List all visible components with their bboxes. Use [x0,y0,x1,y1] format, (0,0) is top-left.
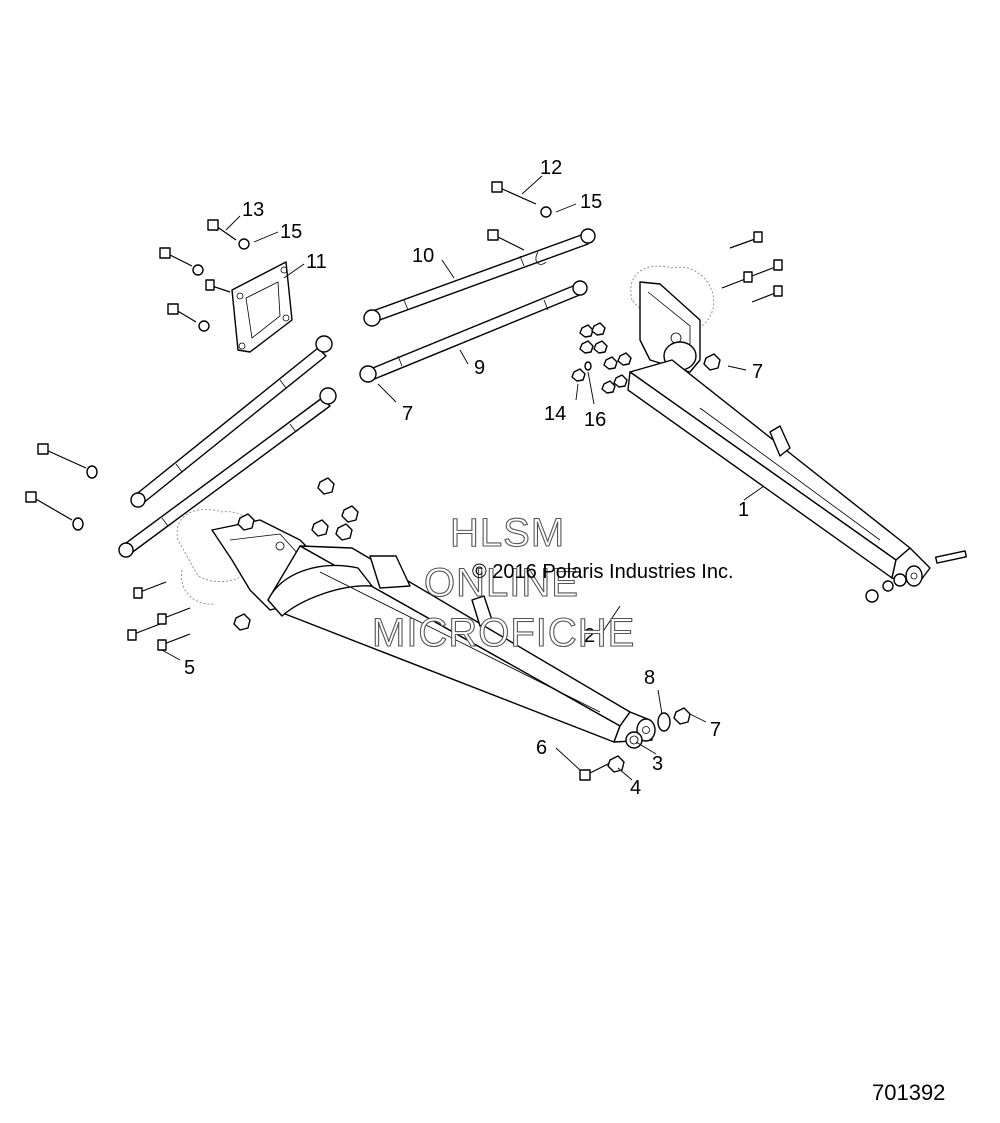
control-rod-left-lower [118,387,337,558]
hardware-part2 [127,477,691,781]
callout-11: 11 [306,251,327,273]
callout-2: 2 [584,625,595,647]
callouts: 1 2 3 4 5 6 7 7 7 8 9 10 11 12 13 14 15 … [184,157,763,799]
trailing-arm-left [176,509,656,743]
callout-15-top: 15 [580,191,602,213]
mount-bracket [159,219,293,353]
callout-6: 6 [536,737,547,759]
callout-7-rod: 7 [402,403,413,425]
control-rod-left-upper [130,335,333,508]
nuts-center [571,322,632,394]
callout-15-left: 15 [280,221,302,243]
callout-1: 1 [738,499,749,521]
callout-12: 12 [540,157,562,179]
callout-10: 10 [412,245,434,267]
callout-13: 13 [242,199,264,221]
control-rod-9 [359,280,588,383]
callout-9: 9 [474,357,485,379]
callout-3: 3 [652,753,663,775]
bolt-group-right-upper [721,231,783,303]
watermark: HLSM ONLINE MICROFICHE [371,510,635,655]
leader-lines [161,175,765,781]
watermark-line1: HLSM [450,511,565,555]
callout-4: 4 [630,777,641,799]
trailing-arm-right [627,265,967,603]
callout-16: 16 [584,409,606,431]
callout-5: 5 [184,657,195,679]
watermark-line2: ONLINE [424,561,579,605]
diagram-number: 701392 [872,1080,945,1105]
control-rod-10 [363,228,596,327]
callout-14: 14 [544,403,566,425]
bolt-12 [491,181,552,218]
bolts-left [25,443,98,531]
nut-part1 [703,353,721,371]
callout-7-part1: 7 [752,361,763,383]
callout-7-part2: 7 [710,719,721,741]
watermark-line3: MICROFICHE [372,611,635,655]
copyright-notice: © 2016 Polaris Industries Inc. [472,561,734,583]
callout-8: 8 [644,667,655,689]
